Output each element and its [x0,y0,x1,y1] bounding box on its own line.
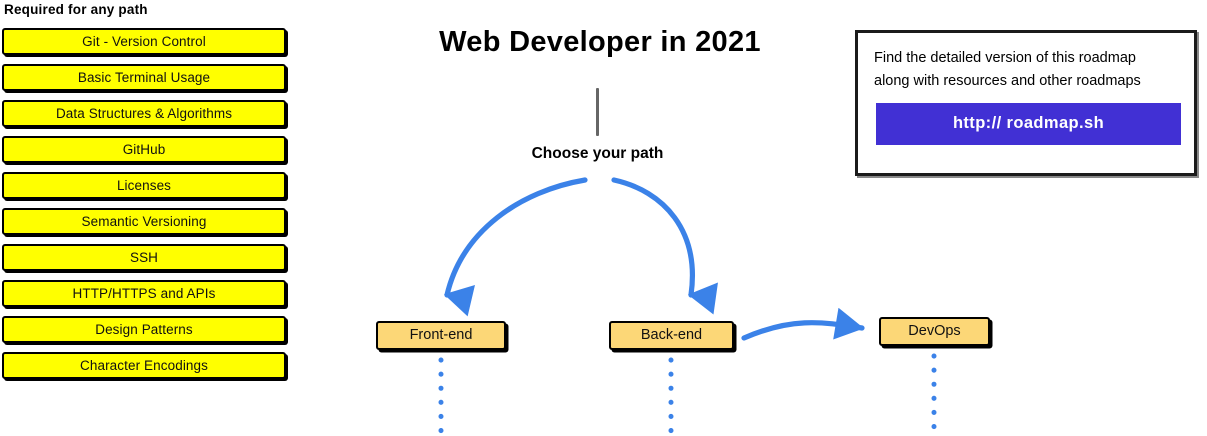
path-box-backend[interactable]: Back-end [609,321,734,350]
required-topic-label: Licenses [116,177,172,193]
path-box-label: DevOps [908,323,961,340]
arrow-to-backend [611,177,718,315]
title-block: Web Developer in 2021 [400,26,800,59]
required-topic-licenses[interactable]: Licenses [2,172,286,199]
roadmap-callout-box: Find the detailed version of this roadma… [855,30,1197,176]
arrow-backend-to-devops [741,307,865,341]
required-topic-label: Semantic Versioning [81,213,207,229]
required-topics-list: Git - Version Control Basic Terminal Usa… [0,28,300,388]
required-topic-label: GitHub [122,141,166,157]
arrow-to-frontend [443,177,588,317]
path-box-devops[interactable]: DevOps [879,317,990,346]
roadmap-sh-link-label: http:// roadmap.sh [952,114,1105,133]
required-topic-label: Data Structures & Algorithms [55,105,233,121]
required-topic-label: Character Encodings [80,357,208,373]
callout-line-2: along with resources and other roadmaps [874,73,1141,90]
required-topic-label: HTTP/HTTPS and APIs [72,285,216,301]
title-stem-line [596,88,599,136]
required-topic-label: Git - Version Control [82,33,206,49]
path-box-label: Back-end [640,327,703,344]
required-topic-character-encodings[interactable]: Character Encodings [2,352,286,379]
page-title: Web Developer in 2021 [439,26,761,58]
required-topic-label: Basic Terminal Usage [77,69,211,85]
roadmap-sh-link-button[interactable]: http:// roadmap.sh [876,102,1181,145]
required-for-any-path-column: Required for any path Git - Version Cont… [0,0,300,436]
path-box-label: Front-end [409,327,473,344]
required-topic-basic-terminal-usage[interactable]: Basic Terminal Usage [2,64,286,91]
required-topic-design-patterns[interactable]: Design Patterns [2,316,286,343]
choose-your-path-label: Choose your path [531,145,664,162]
required-section-heading: Required for any path [4,2,148,17]
callout-line-1: Find the detailed version of this roadma… [874,50,1136,66]
required-topic-label: Design Patterns [95,321,193,337]
required-topic-github[interactable]: GitHub [2,136,286,163]
required-topic-http-https-and-apis[interactable]: HTTP/HTTPS and APIs [2,280,286,307]
required-topic-ssh[interactable]: SSH [2,244,286,271]
required-topic-git-version-control[interactable]: Git - Version Control [2,28,286,55]
required-topic-data-structures-algorithms[interactable]: Data Structures & Algorithms [2,100,286,127]
path-box-frontend[interactable]: Front-end [376,321,506,350]
required-topic-label: SSH [129,249,159,265]
required-topic-semantic-versioning[interactable]: Semantic Versioning [2,208,286,235]
